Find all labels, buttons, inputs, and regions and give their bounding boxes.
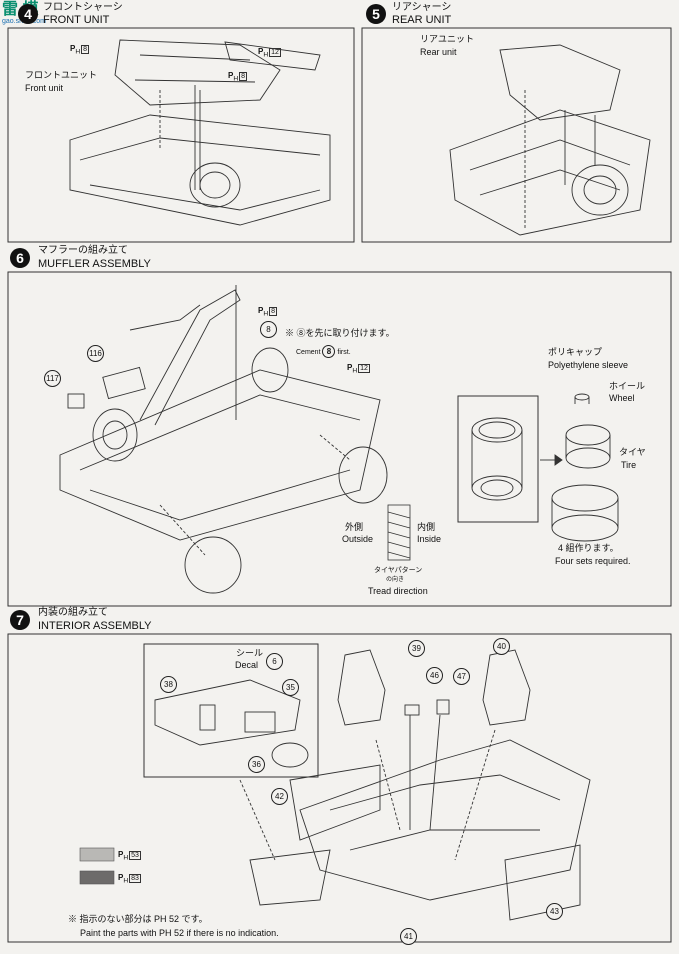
- wheel-label-jp: ホイール: [609, 381, 646, 391]
- step-7-title-en: INTERIOR ASSEMBLY: [38, 620, 152, 632]
- outside-label-en: Outside: [342, 534, 374, 544]
- step-4-number: 4: [18, 4, 38, 24]
- footer-note-en: Paint the parts with PH 52 if there is n…: [80, 928, 279, 938]
- wheel-label-en: Wheel: [609, 393, 635, 403]
- swatch-2-num: 83: [129, 874, 141, 883]
- part-47-callout: 47: [453, 668, 470, 685]
- step-6-number: 6: [10, 248, 30, 268]
- step-4-title-jp: フロントシャーシ: [43, 2, 123, 13]
- part-42-callout: 42: [271, 788, 288, 805]
- inside-label-jp: 内側: [417, 522, 436, 532]
- footer-note-jp: ※ 指示のない部分は PH 52 です。: [68, 914, 208, 924]
- decal-label-en: Decal: [235, 660, 259, 670]
- part-36-callout: 36: [248, 756, 265, 773]
- tread-label-jp: タイヤパターン: [374, 567, 423, 574]
- part-40-callout: 40: [493, 638, 510, 655]
- sets-label-en: Four sets required.: [555, 556, 631, 566]
- sleeve-label-en: Polyethylene sleeve: [548, 360, 629, 370]
- outside-label-jp: 外側: [345, 522, 364, 532]
- muffler-note-en-suffix: first.: [337, 349, 351, 356]
- tread-label-jp2: の向き: [386, 577, 405, 583]
- swatch-1-num: 53: [129, 851, 141, 860]
- step-5-title-jp: リアシャーシ: [392, 2, 452, 13]
- part-117-callout: 117: [44, 370, 61, 387]
- tread-label-en: Tread direction: [368, 586, 428, 596]
- step-6-title-jp: マフラーの組み立て: [38, 245, 128, 256]
- front-paint-ref-c-num: 8: [239, 72, 248, 81]
- step-7-title-jp: 内装の組み立て: [38, 607, 108, 618]
- part-35-callout: 35: [282, 679, 299, 696]
- muffler-note-en-part: 8: [322, 345, 336, 358]
- step-7-number: 7: [10, 610, 30, 630]
- muffler-note-jp: ※ ⑧を先に取り付けます。: [285, 328, 395, 338]
- tire-label-jp: タイヤ: [619, 447, 646, 457]
- front-unit-label-jp: フロントユニット: [25, 70, 98, 80]
- muffler-paint-ref-right-num: 12: [358, 364, 370, 373]
- step-6-title-en: MUFFLER ASSEMBLY: [38, 258, 151, 270]
- step-5-title-en: REAR UNIT: [392, 14, 452, 26]
- rear-unit-label-jp: リアユニット: [420, 34, 475, 44]
- tire-label-en: Tire: [621, 460, 637, 470]
- front-unit-label-en: Front unit: [25, 83, 64, 93]
- part-116-callout: 116: [87, 345, 104, 362]
- muffler-note-en: Cement 8 first.: [296, 345, 351, 358]
- part-8-callout: 8: [260, 321, 277, 338]
- part-41-callout: 41: [400, 928, 417, 945]
- front-paint-ref-b-num: 12: [269, 48, 281, 57]
- decal-number-callout: 6: [266, 653, 283, 670]
- part-43-callout: 43: [546, 903, 563, 920]
- muffler-paint-ref-top-num: 8: [269, 307, 278, 316]
- part-38-callout: 38: [160, 676, 177, 693]
- inside-label-en: Inside: [417, 534, 442, 544]
- decal-label-jp: シール: [236, 648, 264, 658]
- muffler-note-en-prefix: Cement: [296, 349, 321, 356]
- sets-label-jp: 4 組作ります。: [558, 543, 619, 553]
- sleeve-label-jp: ポリキャップ: [548, 347, 603, 357]
- part-39-callout: 39: [408, 640, 425, 657]
- front-paint-ref-a-num: 8: [81, 45, 90, 54]
- step-5-number: 5: [366, 4, 386, 24]
- rear-unit-label-en: Rear unit: [420, 47, 457, 57]
- step-4-title-en: FRONT UNIT: [43, 14, 110, 26]
- part-46-callout: 46: [426, 667, 443, 684]
